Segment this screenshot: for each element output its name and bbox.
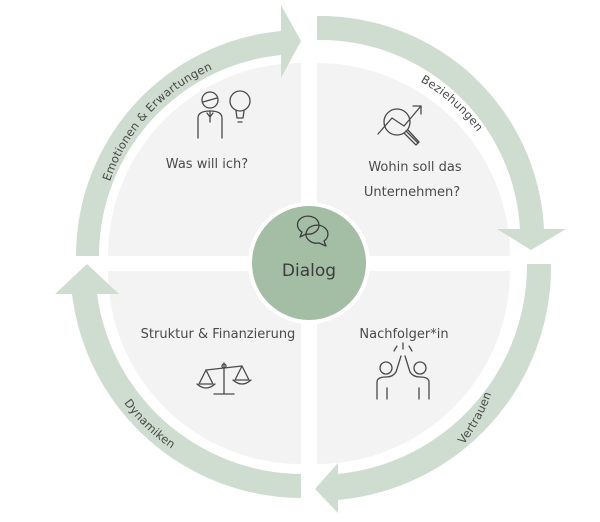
quadrant-top-right-bg xyxy=(317,63,510,256)
high-five-icon xyxy=(376,342,430,400)
quadrant-label-top-right-line1: Wohin soll das xyxy=(368,160,462,175)
quadrant-top-left-bg xyxy=(108,63,301,256)
quadrant-label-bottom-left: Struktur & Finanzierung xyxy=(141,327,296,342)
arc-arrow-bottom-right xyxy=(315,264,552,513)
quadrant-label-top-left: Was will ich? xyxy=(166,157,248,172)
center-circle xyxy=(248,202,370,324)
arc-arrow-top-right xyxy=(317,15,566,250)
person-idea-icon xyxy=(197,90,251,139)
quadrant-label-top-right-line2: Unternehmen? xyxy=(364,185,460,200)
balance-scale-icon xyxy=(196,362,252,395)
arc-arrow-top-left xyxy=(76,5,301,256)
quadrant-label-bottom-right: Nachfolger*in xyxy=(359,327,448,342)
arc-arrow-bottom-left xyxy=(55,264,301,498)
chat-bubbles-icon xyxy=(296,215,329,247)
chart-magnifier-icon xyxy=(377,105,422,146)
quadrant-bottom-left-bg xyxy=(108,271,301,464)
center-label: Dialog xyxy=(282,261,336,281)
